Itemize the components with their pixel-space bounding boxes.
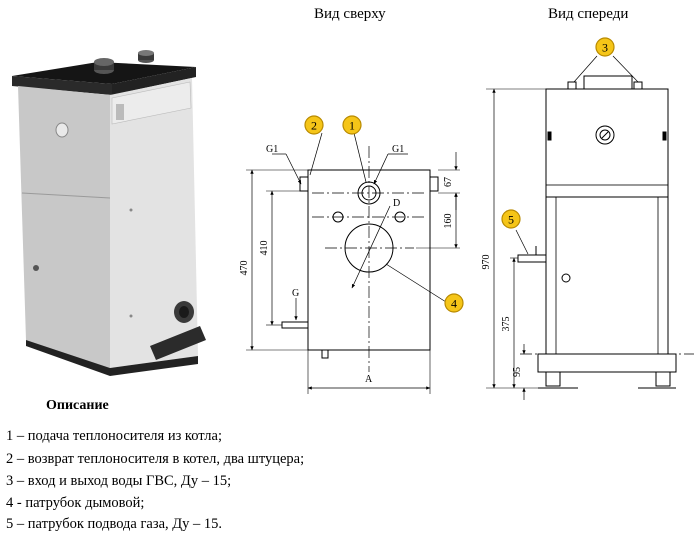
boiler-side-panel — [18, 86, 110, 368]
front-view-upper-body — [545, 88, 669, 198]
label-d: D — [393, 198, 400, 209]
label-a: A — [365, 374, 373, 385]
dim-67: 67 — [443, 177, 454, 187]
label-g1-right: G1 — [392, 144, 404, 155]
label-g: G — [292, 288, 299, 299]
front-view-lower-body — [545, 196, 669, 355]
description-item-4: 4 - патрубок дымовой; — [6, 495, 145, 511]
callout-5: 5 — [501, 209, 521, 229]
dim-410: 410 — [259, 241, 270, 256]
svg-text:3: 3 — [602, 41, 608, 55]
boiler-photo — [12, 50, 206, 376]
dim-375: 375 — [501, 317, 512, 332]
description-item-1: 1 – подача теплоносителя из котла; — [6, 428, 222, 444]
svg-text:5: 5 — [508, 213, 514, 227]
dim-160: 160 — [443, 214, 454, 229]
description-item-3: 3 – вход и выход воды ГВС, Ду – 15; — [6, 473, 232, 489]
label-g1-left: G1 — [266, 144, 278, 155]
top-view-title: Вид сверху — [314, 6, 386, 22]
dim-95: 95 — [512, 367, 523, 377]
dim-970: 970 — [481, 255, 492, 270]
front-view-title: Вид спереди — [548, 6, 629, 22]
svg-text:4: 4 — [451, 297, 457, 311]
callout-markers: 2 1 3 4 5 — [304, 37, 615, 313]
pressure-gauge-icon — [55, 122, 69, 138]
callout-3: 3 — [595, 37, 615, 57]
drawing-labels: G1 G1 D G A 470 410 67 160 970 375 95 — [239, 144, 523, 385]
dim-470: 470 — [239, 261, 250, 276]
front-gauge-icon — [595, 125, 615, 145]
top-view-drawing — [246, 132, 460, 394]
boiler-front-panel — [110, 78, 198, 368]
svg-text:2: 2 — [311, 119, 317, 133]
svg-text:1: 1 — [349, 119, 355, 133]
description-item-2: 2 – возврат теплоносителя в котел, два ш… — [6, 451, 305, 467]
callout-1: 1 — [342, 115, 362, 135]
description-title: Описание — [46, 398, 109, 413]
callout-4: 4 — [444, 293, 464, 313]
front-view-drawing — [486, 55, 694, 400]
description-item-5: 5 – патрубок подвода газа, Ду – 15. — [6, 516, 223, 532]
callout-2: 2 — [304, 115, 324, 135]
